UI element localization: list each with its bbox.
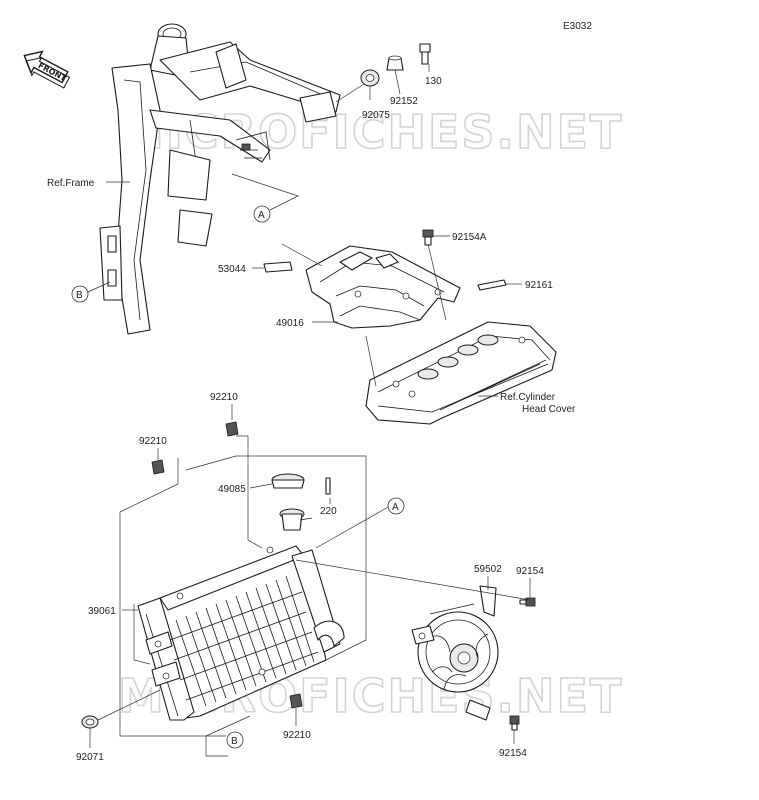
svg-text:A: A <box>258 210 265 221</box>
label-92161: 92161 <box>525 280 553 291</box>
grommet-92071 <box>81 715 99 729</box>
bolt-130 <box>419 43 431 65</box>
label-ref-cylinder: Ref.Cylinder <box>500 392 556 403</box>
front-arrow-icon: FRONT <box>23 50 71 89</box>
bolt-92154-top <box>519 597 536 607</box>
clip-92210-bottom <box>289 693 303 709</box>
svg-text:B: B <box>76 290 83 301</box>
label-92210-bottom: 92210 <box>283 730 311 741</box>
svg-text:A: A <box>392 502 399 513</box>
radiator-39061 <box>137 508 345 721</box>
label-59502: 59502 <box>474 564 502 575</box>
radiator-cap-49085 <box>271 473 305 489</box>
pin-220 <box>325 477 331 495</box>
collar-92152 <box>386 55 404 71</box>
callout-b-top: B <box>71 285 89 303</box>
label-92210-top: 92210 <box>210 392 238 403</box>
cover-49016 <box>305 245 461 329</box>
bolt-92154A <box>422 229 434 246</box>
label-92075: 92075 <box>362 110 390 121</box>
label-92154-bottom: 92154 <box>499 748 527 759</box>
pad-92161 <box>477 279 507 291</box>
label-220: 220 <box>320 506 337 517</box>
svg-text:B: B <box>231 736 238 747</box>
label-49085: 49085 <box>218 484 246 495</box>
label-53044: 53044 <box>218 264 246 275</box>
leader-lines <box>87 64 531 757</box>
bolt-92154-bottom <box>509 715 520 731</box>
frame-illustration <box>99 23 341 335</box>
label-130: 130 <box>425 76 442 87</box>
label-92210-left: 92210 <box>139 436 167 447</box>
grommet-92075 <box>360 69 380 87</box>
clip-92210-left <box>151 459 165 475</box>
label-92152: 92152 <box>390 96 418 107</box>
callout-a-mid: A <box>387 497 405 515</box>
cylinder-head-cover <box>365 321 557 425</box>
label-49016: 49016 <box>276 318 304 329</box>
fan-assembly-59502 <box>411 585 499 721</box>
pin-53044 <box>263 261 293 273</box>
label-39061: 39061 <box>88 606 116 617</box>
callout-b-bottom: B <box>226 731 244 749</box>
label-ref-frame: Ref.Frame <box>47 178 95 189</box>
label-92154A: 92154A <box>452 232 487 243</box>
label-92071: 92071 <box>76 752 104 763</box>
label-92154-top: 92154 <box>516 566 544 577</box>
clip-92210-top <box>225 421 239 437</box>
label-head-cover: Head Cover <box>522 404 576 415</box>
diagram-code: E3032 <box>563 21 592 32</box>
callout-a-top: A <box>253 205 271 223</box>
